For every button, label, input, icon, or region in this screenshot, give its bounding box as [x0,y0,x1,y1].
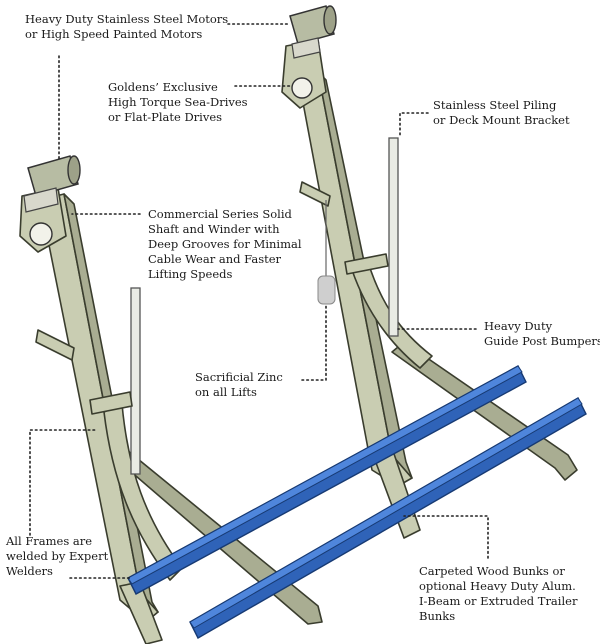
callout-frames-line: welded by Expert [6,549,109,563]
sacrificial-zinc-icon [317,275,336,305]
callout-piling: Stainless Steel Piling or Deck Mount Bra… [433,98,570,128]
callout-zinc: Sacrificial Zinc on all Lifts [195,370,283,400]
bunks [127,365,587,639]
callout-motors-line: or High Speed Painted Motors [25,27,203,41]
callout-drives-line: or Flat-Plate Drives [108,110,223,124]
callout-shaft-line: Lifting Speeds [148,267,233,281]
callout-bunks-line: Carpeted Wood Bunks or [419,564,565,578]
left-piling-post [130,287,141,475]
callout-bunks-line: Bunks [419,609,456,623]
callout-shaft: Commercial Series Solid Shaft and Winder… [148,207,302,282]
callout-leaders [29,23,489,579]
callout-bunks-line: optional Heavy Duty Alum. [419,579,576,593]
callout-piling-line: Stainless Steel Piling [433,98,557,112]
rear-bunk [189,397,587,639]
right-piling-post [388,137,399,337]
callout-motors-line: Heavy Duty Stainless Steel Motors [25,12,229,26]
callout-frames-line: All Frames are [6,534,93,548]
callout-drives: Goldens’ Exclusive High Torque Sea-Drive… [108,80,248,125]
callout-drives-line: Goldens’ Exclusive [108,80,218,94]
callout-bumpers-line: Heavy Duty [484,319,553,333]
callout-shaft-line: Cable Wear and Faster [148,252,282,266]
callout-shaft-line: Deep Grooves for Minimal [148,237,302,251]
callout-bunks: Carpeted Wood Bunks or optional Heavy Du… [419,564,577,624]
callout-zinc-line: Sacrificial Zinc [195,370,283,384]
callout-bunks-line: I-Beam or Extruded Trailer [419,594,578,608]
callout-frames: All Frames are welded by Expert Welders [6,534,108,579]
callout-shaft-line: Commercial Series Solid [148,207,292,221]
right-motor [289,5,337,59]
callout-frames-line: Welders [6,564,53,578]
callout-bumpers-line: Guide Post Bumpers [484,334,600,348]
front-bunk [127,365,527,595]
callout-piling-line: or Deck Mount Bracket [433,113,570,127]
callout-shaft-line: Shaft and Winder with [148,222,280,236]
left-motor [23,155,81,213]
callout-bumpers: Heavy Duty Guide Post Bumpers [484,319,600,349]
callout-motors: Heavy Duty Stainless Steel Motors or Hig… [25,12,228,42]
callout-drives-line: High Torque Sea-Drives [108,95,248,109]
callout-zinc-line: on all Lifts [195,385,257,399]
right-lift-frame [281,5,578,539]
